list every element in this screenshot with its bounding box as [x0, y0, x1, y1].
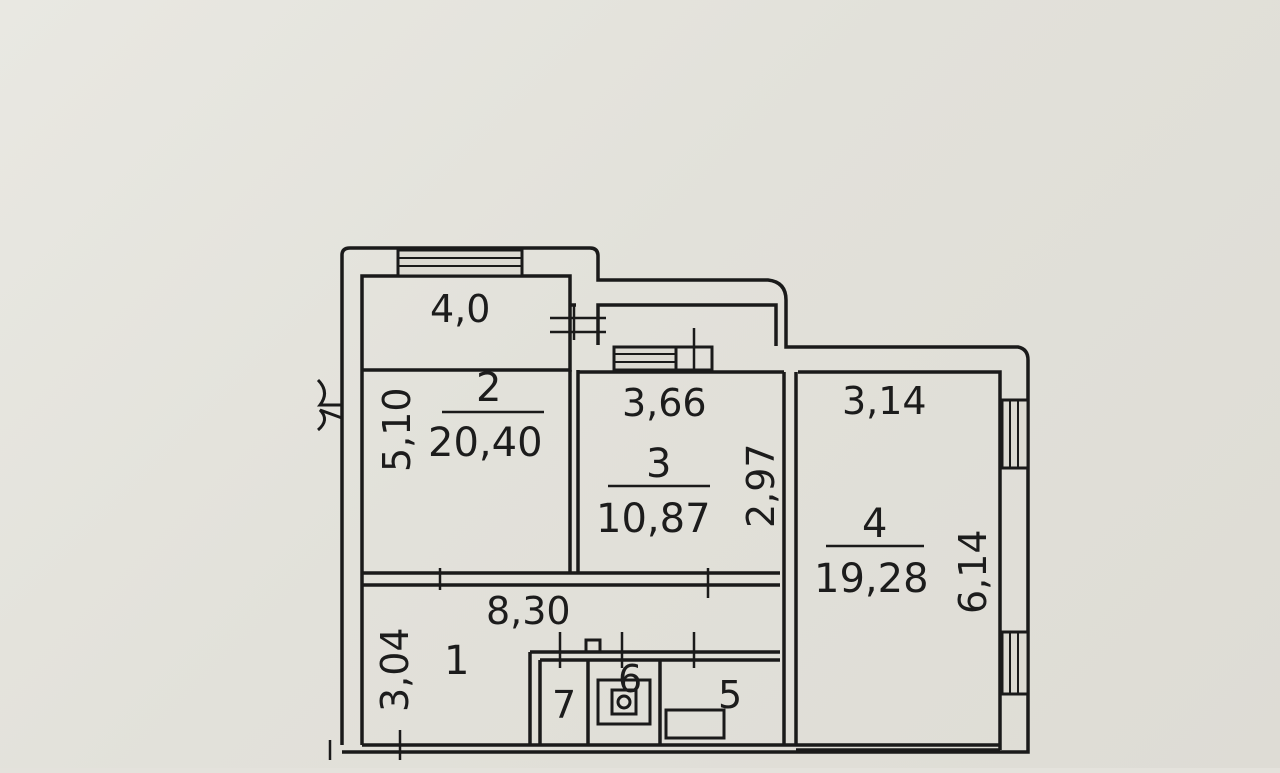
- room-4-area: 19,28: [814, 556, 929, 602]
- door-ticks: [328, 305, 1002, 760]
- window-room-2: [396, 248, 524, 278]
- room-2-number: 2: [476, 365, 501, 411]
- room-1-number: 1: [444, 638, 469, 684]
- room-5-number: 5: [718, 673, 742, 717]
- room-4-height: 6,14: [951, 529, 995, 614]
- room-4-width: 3,14: [842, 379, 927, 423]
- toilet-symbol: [584, 638, 652, 726]
- room-1-width: 8,30: [486, 589, 571, 633]
- room-4-number: 4: [862, 501, 887, 547]
- room-2-height: 5,10: [375, 387, 419, 472]
- room-2-area: 20,40: [428, 420, 543, 466]
- interior-walls: [362, 370, 1000, 752]
- window-room-3: [612, 345, 714, 372]
- room-6-number: 6: [618, 657, 642, 701]
- room-1-height: 3,04: [373, 627, 417, 712]
- exterior-walls: [340, 246, 1030, 754]
- room-3-number: 3: [646, 441, 671, 487]
- bath-symbol: [664, 708, 726, 740]
- window-room-4-lower: [1000, 630, 1030, 696]
- room-3-width: 3,66: [622, 381, 707, 425]
- fraction-lines: [442, 410, 924, 548]
- window-room-4-upper: [1000, 398, 1030, 470]
- left-wall-notch: [316, 378, 343, 432]
- room-7-number: 7: [552, 683, 576, 727]
- room-2-width: 4,0: [430, 287, 490, 331]
- room-3-height: 2,97: [739, 443, 783, 528]
- room-3-area: 10,87: [596, 496, 711, 542]
